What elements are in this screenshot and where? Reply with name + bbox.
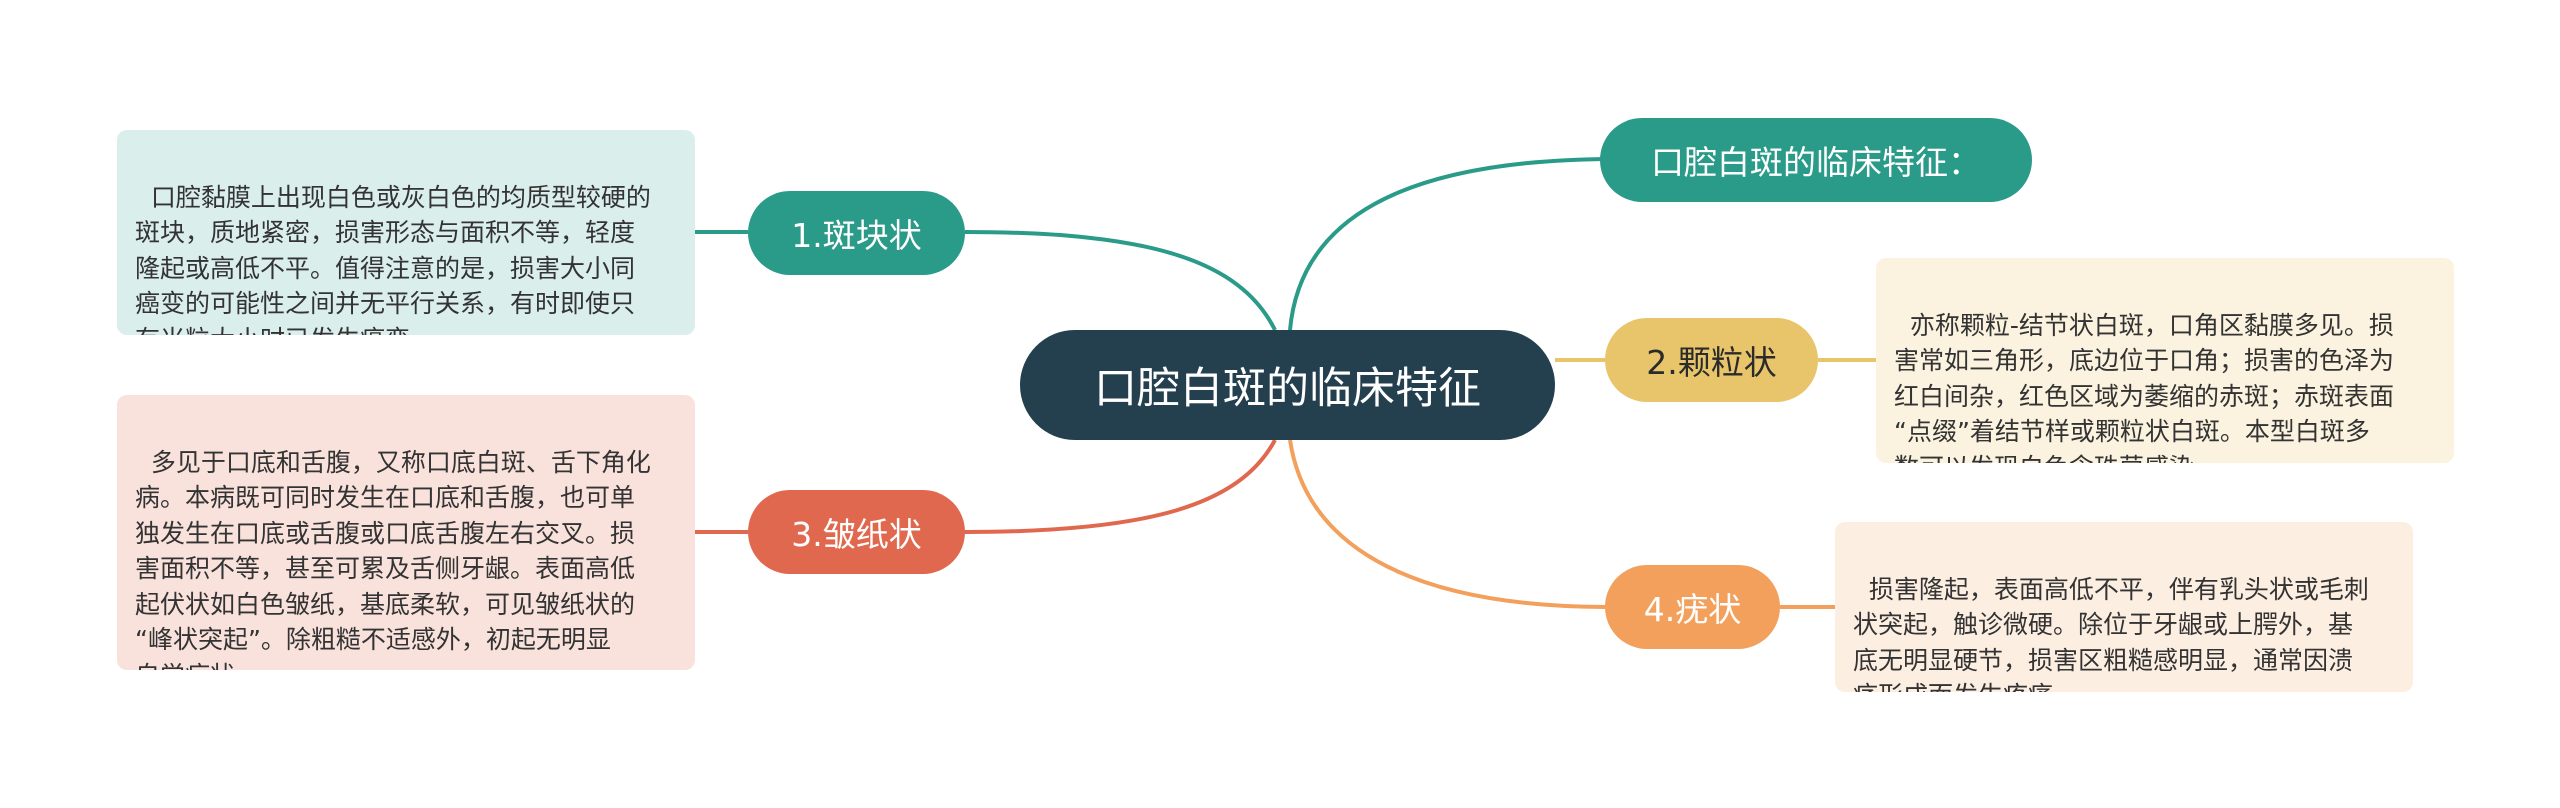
branch-label-plaque: 1.斑块状 [791,216,922,255]
branch-label-granular: 2.颗粒状 [1646,343,1777,382]
note-verrucous: 损害隆起，表面高低不平，伴有乳头状或毛刺 状突起，触诊微硬。除位于牙龈或上腭外，… [1835,522,2413,692]
note-text-granular: 亦称颗粒-结节状白斑，口角区黏膜多见。损 害常如三角形，底边位于口角；损害的色泽… [1894,310,2395,464]
note-text-wrinkled: 多见于口底和舌腹，又称口底白斑、舌下角化 病。本病既可同时发生在口底和舌腹，也可… [135,447,651,671]
branch-node-granular[interactable]: 2.颗粒状 [1605,318,1818,402]
summary-label: 口腔白斑的临床特征： [1651,143,1981,182]
link-root-summary [1288,157,1613,331]
root-node[interactable]: 口腔白斑的临床特征 [1020,330,1555,440]
branch-node-verrucous[interactable]: 4.疣状 [1605,565,1780,649]
branch-node-plaque[interactable]: 1.斑块状 [748,191,965,275]
note-wrinkled: 多见于口底和舌腹，又称口底白斑、舌下角化 病。本病既可同时发生在口底和舌腹，也可… [117,395,695,670]
branch-label-verrucous: 4.疣状 [1643,590,1742,629]
link-root-b1 [964,230,1277,331]
branch-label-wrinkled: 3.皱纸状 [791,515,922,554]
note-plaque: 口腔黏膜上出现白色或灰白色的均质型较硬的 斑块，质地紧密，损害形态与面积不等，轻… [117,130,695,335]
link-root-b4 [1288,439,1606,609]
link-root-b3 [964,439,1277,534]
branch-node-wrinkled[interactable]: 3.皱纸状 [748,490,965,574]
summary-node[interactable]: 口腔白斑的临床特征： [1600,118,2032,202]
root-label: 口腔白斑的临床特征 [1094,364,1481,414]
note-text-plaque: 口腔黏膜上出现白色或灰白色的均质型较硬的 斑块，质地紧密，损害形态与面积不等，轻… [135,182,651,336]
note-granular: 亦称颗粒-结节状白斑，口角区黏膜多见。损 害常如三角形，底边位于口角；损害的色泽… [1876,258,2454,463]
note-text-verrucous: 损害隆起，表面高低不平，伴有乳头状或毛刺 状突起，触诊微硬。除位于牙龈或上腭外，… [1853,574,2369,693]
